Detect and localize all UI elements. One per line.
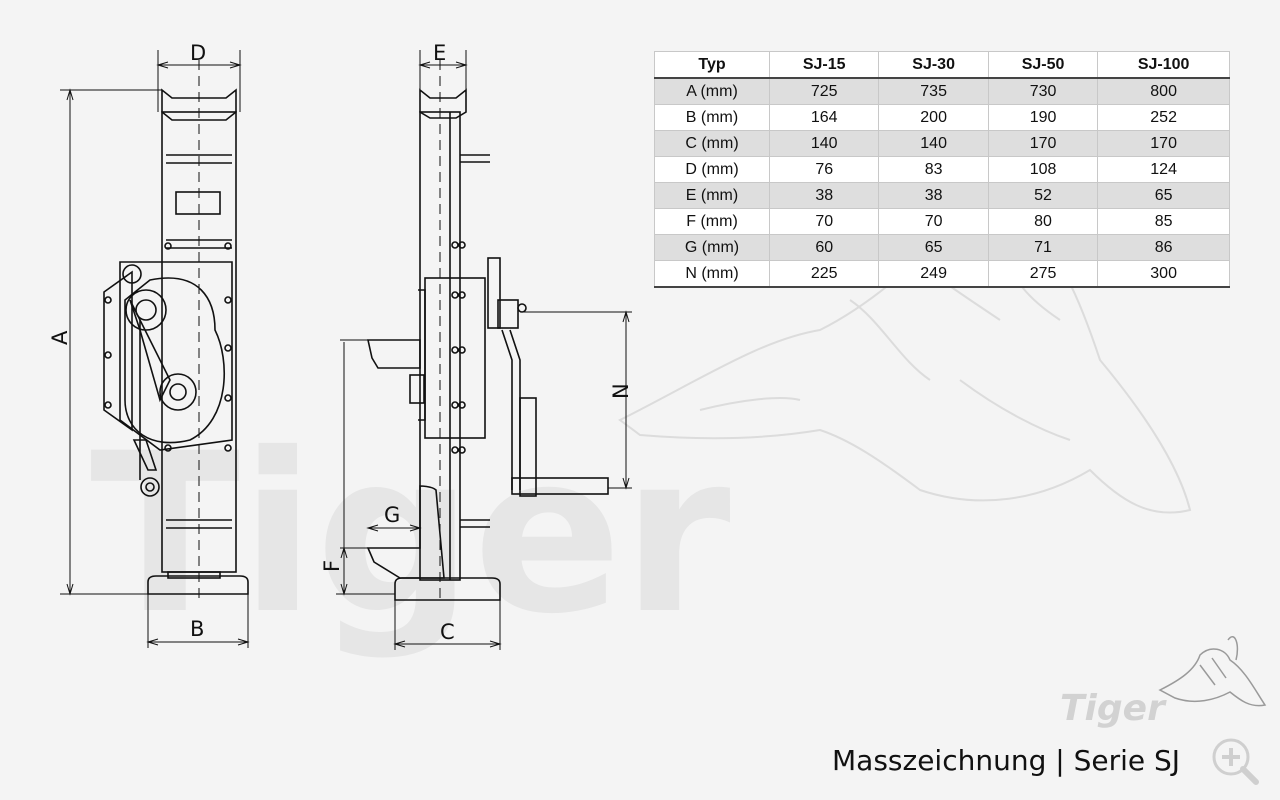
table-row: A (mm) 725 735 730 800 (654, 77, 1230, 105)
dim-label-d: D (190, 41, 206, 65)
zoom-button[interactable] (1210, 736, 1260, 786)
table-cell: 76 (768, 156, 880, 183)
table-cell: 140 (768, 130, 880, 157)
front-view (103, 60, 249, 600)
table-header-row: Typ SJ-15 SJ-30 SJ-50 SJ-100 (654, 51, 1230, 79)
table-cell: 735 (878, 77, 989, 105)
table-cell: 800 (1097, 77, 1230, 105)
side-view (366, 60, 609, 601)
table-cell: 200 (878, 104, 989, 131)
table-header-cell: SJ-15 (768, 51, 880, 79)
table-header-cell: SJ-50 (987, 51, 1099, 79)
table-cell: 725 (768, 77, 880, 105)
table-cell: B (mm) (654, 104, 770, 131)
table-cell: 140 (878, 130, 989, 157)
table-cell: 85 (1097, 208, 1230, 235)
table-row: F (mm) 70 70 80 85 (654, 208, 1230, 235)
dim-label-b: B (190, 617, 204, 641)
table-cell: 170 (1097, 130, 1230, 157)
dim-label-c: C (440, 620, 455, 644)
table-header-cell: Typ (654, 51, 770, 79)
table-cell: D (mm) (654, 156, 770, 183)
table-row: D (mm) 76 83 108 124 (654, 156, 1230, 183)
table-cell: E (mm) (654, 182, 770, 209)
table-cell: 730 (987, 77, 1099, 105)
table-cell: 70 (768, 208, 880, 235)
table-cell: C (mm) (654, 130, 770, 157)
table-cell: 60 (768, 234, 880, 261)
dim-label-e: E (433, 41, 446, 65)
table-cell: 65 (878, 234, 989, 261)
zoom-in-icon (1212, 738, 1259, 785)
logo-text: Tiger (1060, 688, 1165, 729)
table-cell: 170 (987, 130, 1099, 157)
dim-label-n: N (609, 383, 633, 399)
table-cell: 38 (768, 182, 880, 209)
dim-label-a: A (48, 330, 72, 345)
table-cell: 70 (878, 208, 989, 235)
table-cell: 249 (878, 260, 989, 288)
table-cell: 300 (1097, 260, 1230, 288)
watermark-text: Tiger (90, 406, 731, 662)
table-cell: 83 (878, 156, 989, 183)
table-row: E (mm) 38 38 52 65 (654, 182, 1230, 209)
table-cell: F (mm) (654, 208, 770, 235)
table-cell: 108 (987, 156, 1099, 183)
table-row: G (mm) 60 65 71 86 (654, 234, 1230, 261)
table-cell: 71 (987, 234, 1099, 261)
tiger-logo-icon (1158, 636, 1267, 707)
table-cell: 86 (1097, 234, 1230, 261)
table-header-cell: SJ-30 (878, 51, 989, 79)
specification-table: Typ SJ-15 SJ-30 SJ-50 SJ-100 A (mm) 725 … (654, 51, 1230, 288)
caption: Masszeichnung | Serie SJ (832, 744, 1181, 777)
table-cell: 164 (768, 104, 880, 131)
table-cell: A (mm) (654, 77, 770, 105)
table-cell: 190 (987, 104, 1099, 131)
table-header-cell: SJ-100 (1097, 51, 1230, 79)
side-view-dimensions (336, 50, 632, 650)
table-cell: 38 (878, 182, 989, 209)
table-row: B (mm) 164 200 190 252 (654, 104, 1230, 131)
table-row: C (mm) 140 140 170 170 (654, 130, 1230, 157)
table-cell: 225 (768, 260, 880, 288)
table-cell: 80 (987, 208, 1099, 235)
table-cell: N (mm) (654, 260, 770, 288)
table-cell: 252 (1097, 104, 1230, 131)
table-cell: 65 (1097, 182, 1230, 209)
table-cell: 275 (987, 260, 1099, 288)
dim-label-f: F (320, 560, 344, 572)
table-cell: G (mm) (654, 234, 770, 261)
table-row: N (mm) 225 249 275 300 (654, 260, 1230, 288)
table-cell: 52 (987, 182, 1099, 209)
dim-label-g: G (384, 503, 400, 527)
table-cell: 124 (1097, 156, 1230, 183)
front-view-dimensions (60, 50, 250, 648)
